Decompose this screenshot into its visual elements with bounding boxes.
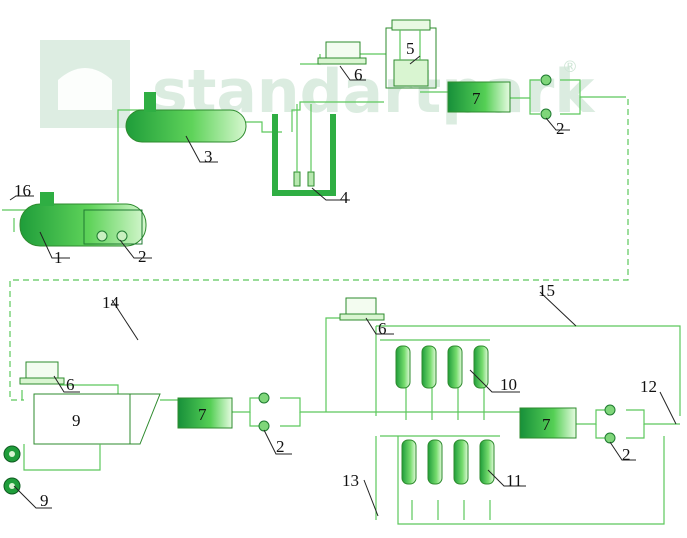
labels: 1 2 3 4 5 6 7 2 16 14 15 6 6 9 7 2 10 11…: [14, 39, 657, 510]
label-7-right: 7: [542, 415, 551, 434]
label-2-mid: 2: [276, 437, 285, 456]
filter-7b: [177, 397, 233, 429]
pump-icon: [96, 230, 108, 242]
pump-icon: [116, 230, 128, 242]
pump-pair-2c: [604, 404, 616, 444]
dashed-connections: [9, 96, 629, 401]
label-13: 13: [342, 471, 359, 490]
pump-icon: [540, 108, 552, 120]
label-7-top: 7: [472, 89, 481, 108]
pump-icon: [604, 432, 616, 444]
label-5: 5: [406, 39, 415, 58]
label-3: 3: [204, 147, 213, 166]
pump-9b: [3, 477, 21, 495]
label-12: 12: [640, 377, 657, 396]
column-bank-10: [395, 345, 489, 389]
tank-3: [125, 92, 247, 143]
dosing-unit-6c: [19, 361, 65, 385]
pump-icon: [258, 392, 270, 404]
label-11: 11: [506, 471, 522, 490]
label-1: 1: [54, 248, 63, 267]
label-14: 14: [102, 293, 120, 312]
label-9-tank: 9: [72, 411, 81, 430]
label-15: 15: [538, 281, 555, 300]
vessel-4: [272, 104, 336, 196]
pump-icon: [604, 404, 616, 416]
column-bank-11: [401, 439, 495, 485]
leader-lines: [9, 55, 677, 517]
label-6-top: 6: [354, 65, 363, 84]
tank-9: [23, 393, 161, 471]
label-10: 10: [500, 375, 517, 394]
label-2-top: 2: [556, 119, 565, 138]
label-6-mid: 6: [378, 319, 387, 338]
tank-1: [19, 192, 147, 247]
pump-icon: [258, 420, 270, 432]
filter-7c: [519, 407, 577, 439]
watermark: standartpark ®: [40, 40, 596, 128]
pump-9a: [3, 445, 21, 463]
watermark-registered-mark: ®: [562, 57, 578, 76]
dosing-unit-6b: [339, 297, 385, 321]
filter-7a: [447, 81, 511, 113]
pump-pair-2b: [258, 392, 270, 432]
dosing-unit-6a: [317, 41, 367, 65]
label-2-right: 2: [622, 445, 631, 464]
pump-icon: [540, 74, 552, 86]
reactor-5: [385, 19, 437, 89]
label-9-pumps: 9: [40, 491, 49, 510]
label-16: 16: [14, 181, 31, 200]
label-6-left: 6: [66, 375, 75, 394]
pump-pair-2a: [540, 74, 552, 120]
label-2-tank: 2: [138, 247, 147, 266]
pipelines: [2, 53, 681, 525]
label-7-mid: 7: [198, 405, 207, 424]
label-4: 4: [340, 188, 349, 207]
